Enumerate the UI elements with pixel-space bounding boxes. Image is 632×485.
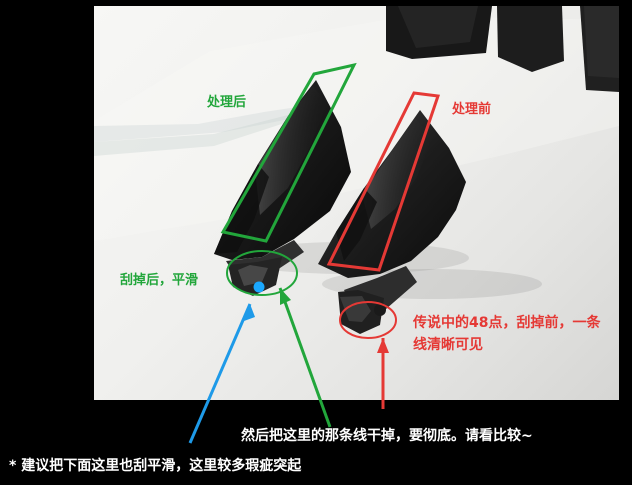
scraped-label: 刮掉后，平滑: [120, 273, 199, 288]
instruction-label: 然后把这里的那条线干掉，要彻底。请看比较~: [241, 428, 533, 444]
suggestion-label: * 建议把下面这里也刮平滑，这里较多瑕疵突起: [9, 458, 302, 474]
legend-label: 传说中的48点，刮掉前，一条线清晰可见: [413, 315, 601, 353]
after-label: 处理后: [207, 95, 247, 110]
before-label: 处理前: [452, 102, 492, 117]
